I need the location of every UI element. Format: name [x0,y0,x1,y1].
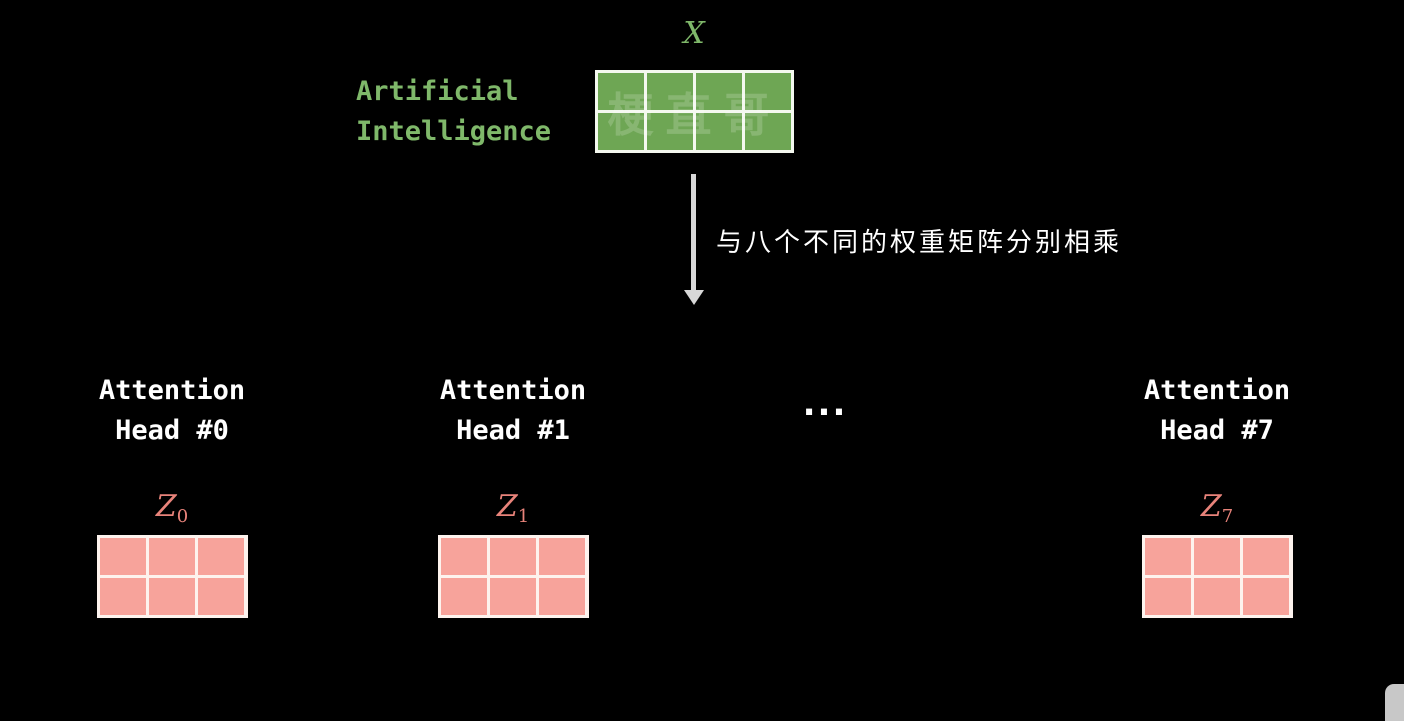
matrix-x-symbol: X [683,16,705,51]
head-output-label: Z7 [1200,489,1234,527]
head-output-label: Z1 [496,489,530,527]
matrix-cell [1193,578,1241,615]
head-title-line2: Head #1 [456,415,570,446]
matrix-cell [99,578,146,615]
matrix-cell [489,538,537,575]
attention-head-7: Attention Head #7 Z7 [1107,371,1327,618]
corner-overlay-widget[interactable] [1385,684,1404,721]
matrix-cell [148,538,196,575]
matrix-cell [647,113,693,150]
matrix-cell [696,113,742,150]
matrix-cell [598,73,644,110]
input-matrix-x [595,70,794,153]
matrix-cell [539,538,586,575]
matrix-cell [745,73,791,110]
head-output-label: Z0 [155,489,189,527]
matrix-cell [198,538,245,575]
down-arrow-shaft [691,174,696,292]
matrix-cell [1193,538,1241,575]
matrix-cell [1144,578,1191,615]
head-output-matrix [96,535,248,618]
head-title-line2: Head #7 [1160,415,1274,446]
down-arrow-icon [684,290,704,305]
matrix-cell [1243,578,1290,615]
matrix-cell [198,578,245,615]
head-title-line1: Attention [98,375,246,406]
head-title-line2: Head #0 [115,415,229,446]
matrix-cell [440,578,487,615]
head-title-line1: Attention [439,375,587,406]
matrix-cell [1144,538,1191,575]
matrix-cell [539,578,586,615]
matrix-cell [99,538,146,575]
matrix-cell [696,73,742,110]
matrix-cell [148,578,196,615]
input-token-text: Artificial Intelligence [356,72,551,152]
attention-head-0: Attention Head #0 Z0 [62,371,282,618]
matrix-cell [440,538,487,575]
ellipsis: ... [802,384,848,424]
arrow-caption: 与八个不同的权重矩阵分别相乘 [716,228,1123,258]
token-line-intelligence: Intelligence [356,116,552,147]
token-line-artificial: Artificial [356,76,519,107]
attention-head-1: Attention Head #1 Z1 [403,371,623,618]
matrix-cell [489,578,537,615]
matrix-cell [1243,538,1290,575]
head-output-matrix [437,535,589,618]
matrix-cell [647,73,693,110]
matrix-cell [745,113,791,150]
matrix-x-label: X [672,16,716,51]
matrix-cell [598,113,644,150]
head-title-line1: Attention [1143,375,1291,406]
head-output-matrix [1141,535,1293,618]
